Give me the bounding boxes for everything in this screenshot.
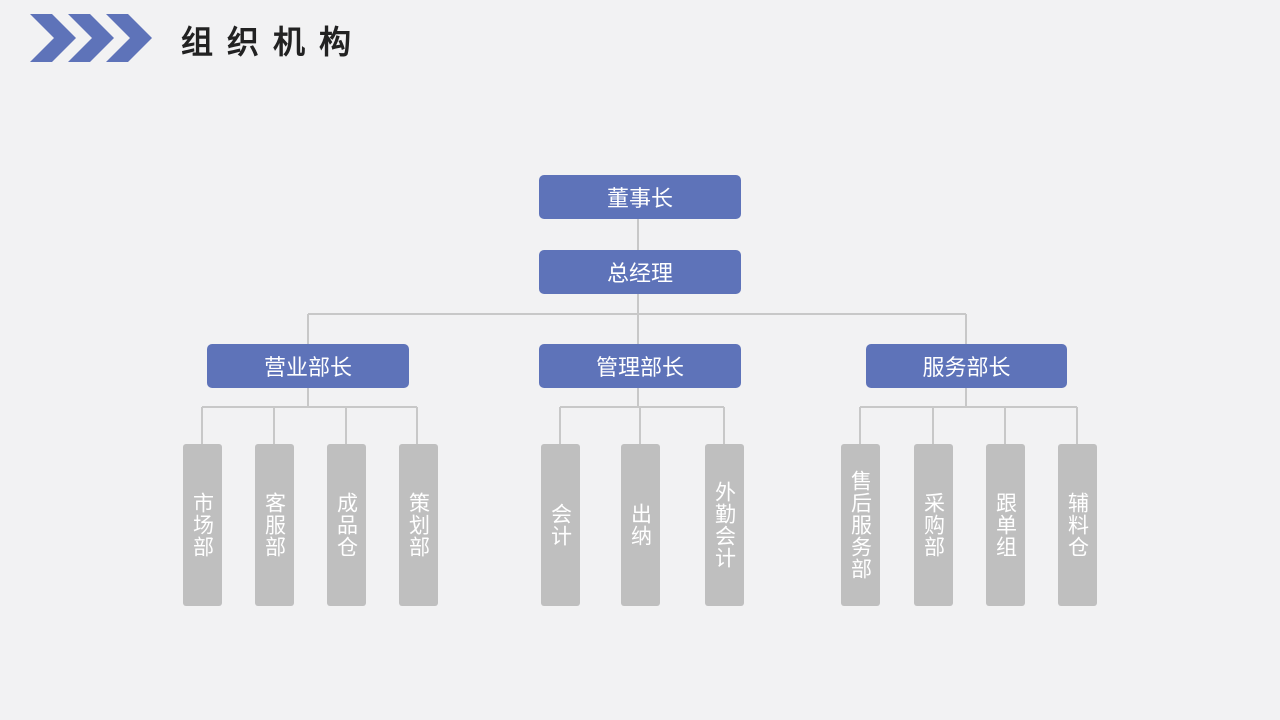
chevron-arrows-icon [30,14,152,62]
leaf-unit: 外勤会计 [705,444,744,606]
leaf-unit: 跟单组 [986,444,1025,606]
leaf-unit: 成品仓 [327,444,366,606]
node-general-manager: 总经理 [539,250,741,294]
node-admin-director: 管理部长 [539,344,741,388]
leaf-unit: 售后服务部 [841,444,880,606]
leaf-unit: 策划部 [399,444,438,606]
leaf-unit: 辅料仓 [1058,444,1097,606]
node-chairman: 董事长 [539,175,741,219]
leaf-unit: 客服部 [255,444,294,606]
leaf-unit: 市场部 [183,444,222,606]
node-sales-director: 营业部长 [207,344,409,388]
node-service-director: 服务部长 [866,344,1067,388]
leaf-unit: 出纳 [621,444,660,606]
leaf-unit: 会计 [541,444,580,606]
leaf-unit: 采购部 [914,444,953,606]
page-title: 组织机构 [181,23,366,61]
